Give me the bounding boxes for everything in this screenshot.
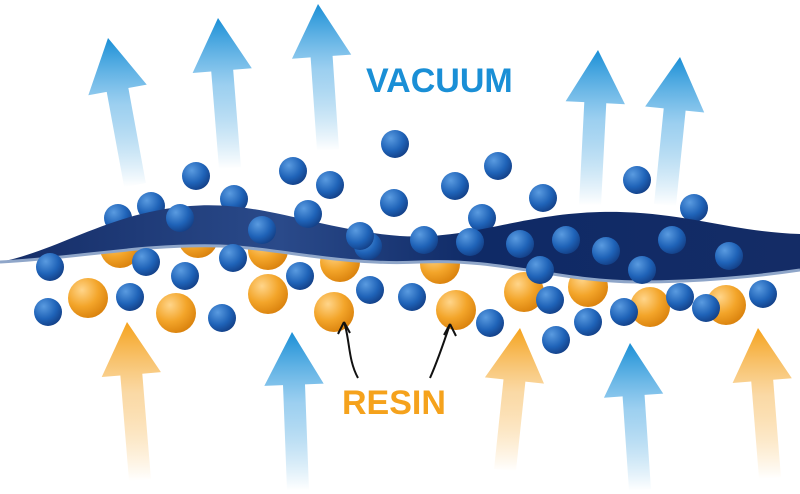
vacuum-bead [380,189,408,217]
vacuum-bead [248,216,276,244]
vacuum-bead [346,222,374,250]
vacuum-bead [381,130,409,158]
vacuum-bead [171,262,199,290]
resin-arrow [484,328,544,472]
vacuum-bead [628,256,656,284]
flow-arrows [88,4,792,491]
vacuum-bead [529,184,557,212]
resin-label: RESIN [342,384,446,422]
vacuum-arrow-bottom [264,332,324,491]
vacuum-bead [182,162,210,190]
vacuum-bead [506,230,534,258]
vacuum-bead [356,276,384,304]
vacuum-bead [658,226,686,254]
vacuum-bead [610,298,638,326]
resin-bead [436,290,476,330]
vacuum-arrow-top [645,57,705,207]
resin-arrow [101,322,161,481]
vacuum-bead [666,283,694,311]
vacuum-bead [552,226,580,254]
vacuum-bead [294,200,322,228]
vacuum-label: VACUUM [366,62,513,100]
vacuum-bead [574,308,602,336]
vacuum-bead [456,228,484,256]
resin-bead [248,274,288,314]
front-blue-beads [34,200,777,354]
vacuum-bead [692,294,720,322]
vacuum-bead [279,157,307,185]
vacuum-bead [410,226,438,254]
vacuum-bead [542,326,570,354]
vacuum-bead [680,194,708,222]
vacuum-bead [132,248,160,276]
vacuum-bead [36,253,64,281]
resin-bead [156,293,196,333]
vacuum-bead [476,309,504,337]
vacuum-bead [166,204,194,232]
vacuum-bead [526,256,554,284]
vacuum-bead [484,152,512,180]
vacuum-bead [468,204,496,232]
vacuum-bead [715,242,743,270]
resin-pointers [337,321,457,379]
vacuum-bead [749,280,777,308]
vacuum-bead [536,286,564,314]
resin-bead [314,292,354,332]
vacuum-bead [219,244,247,272]
vacuum-bead [34,298,62,326]
resin-bead [630,287,670,327]
vacuum-arrow-top [88,38,147,187]
vacuum-bead [441,172,469,200]
resin-arrow [732,328,792,479]
vacuum-bead [208,304,236,332]
vacuum-bead [398,283,426,311]
resin-bead [68,278,108,318]
vacuum-arrow-top [565,50,625,206]
vacuum-arrow-top [291,4,352,151]
vacuum-arrow-top [192,18,252,169]
vacuum-bead [592,237,620,265]
vacuum-bead [316,171,344,199]
vacuum-arrow-bottom [603,343,664,491]
vacuum-bead [286,262,314,290]
vacuum-bead [623,166,651,194]
vacuum-bead [116,283,144,311]
